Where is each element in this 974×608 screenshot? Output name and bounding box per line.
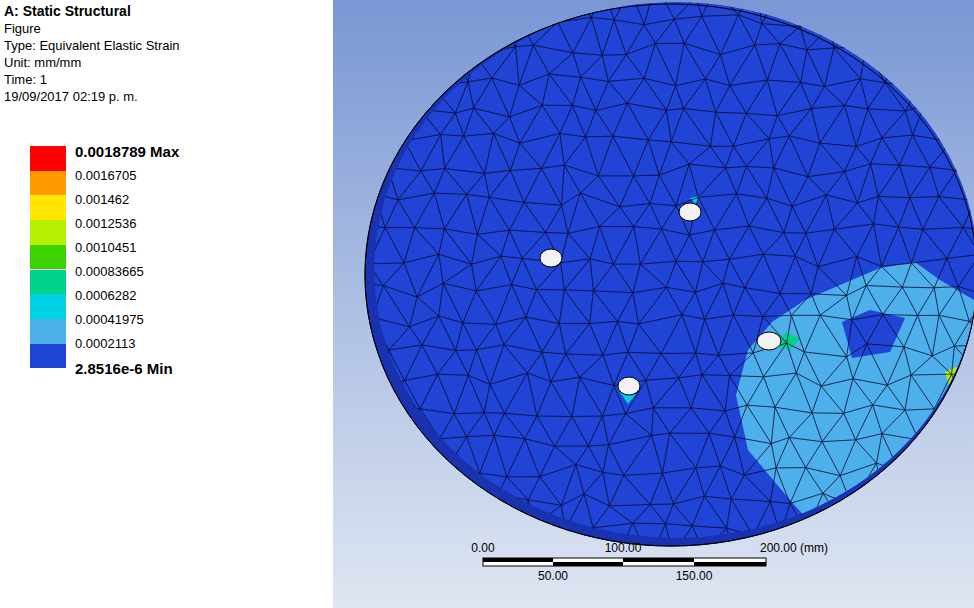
bolt-hole xyxy=(540,249,562,267)
legend-value: 0.0018789 Max xyxy=(75,143,179,160)
legend-swatch xyxy=(30,319,66,344)
scale-bar xyxy=(483,558,766,566)
legend-value: 0.0012536 xyxy=(75,217,136,232)
scale-label: 200.00 (mm) xyxy=(760,542,828,556)
legend-value: 0.0016705 xyxy=(75,169,136,184)
bolt-hole xyxy=(757,332,781,350)
mesh-lines xyxy=(354,0,974,595)
legend-value: 0.001462 xyxy=(75,193,129,208)
legend-value: 0.0002113 xyxy=(75,337,136,352)
legend-value: 0.00083665 xyxy=(75,265,144,280)
legend-swatch xyxy=(30,195,66,220)
legend-value: 2.8516e-6 Min xyxy=(75,360,173,377)
mesh-lines xyxy=(354,0,974,595)
legend-swatch xyxy=(30,270,66,295)
scale-label: 100.00 xyxy=(605,542,642,556)
hot-spot xyxy=(958,372,974,390)
bolt-hole xyxy=(618,377,640,395)
info-line: Figure xyxy=(4,22,41,37)
legend-swatch xyxy=(30,344,66,369)
panel-title: A: Static Structural xyxy=(4,3,131,19)
legend-swatch xyxy=(30,245,66,270)
scale-label: 0.00 xyxy=(471,542,494,556)
info-line: 19/09/2017 02:19 p. m. xyxy=(4,90,138,105)
legend-value: 0.0010451 xyxy=(75,241,136,256)
info-line: Unit: mm/mm xyxy=(4,56,81,71)
legend-swatch xyxy=(30,294,66,319)
bolt-hole xyxy=(679,203,701,221)
scale-label: 150.00 xyxy=(676,570,713,584)
scale-label: 50.00 xyxy=(538,570,568,584)
info-line: Type: Equivalent Elastic Strain xyxy=(4,39,180,54)
info-line: Time: 1 xyxy=(4,73,47,88)
legend-value: 0.00041975 xyxy=(75,313,144,328)
legend-swatch xyxy=(30,171,66,196)
legend-value: 0.0006282 xyxy=(75,289,136,304)
legend-swatch xyxy=(30,146,66,171)
legend-swatch xyxy=(30,220,66,245)
hot-spot xyxy=(966,378,974,386)
